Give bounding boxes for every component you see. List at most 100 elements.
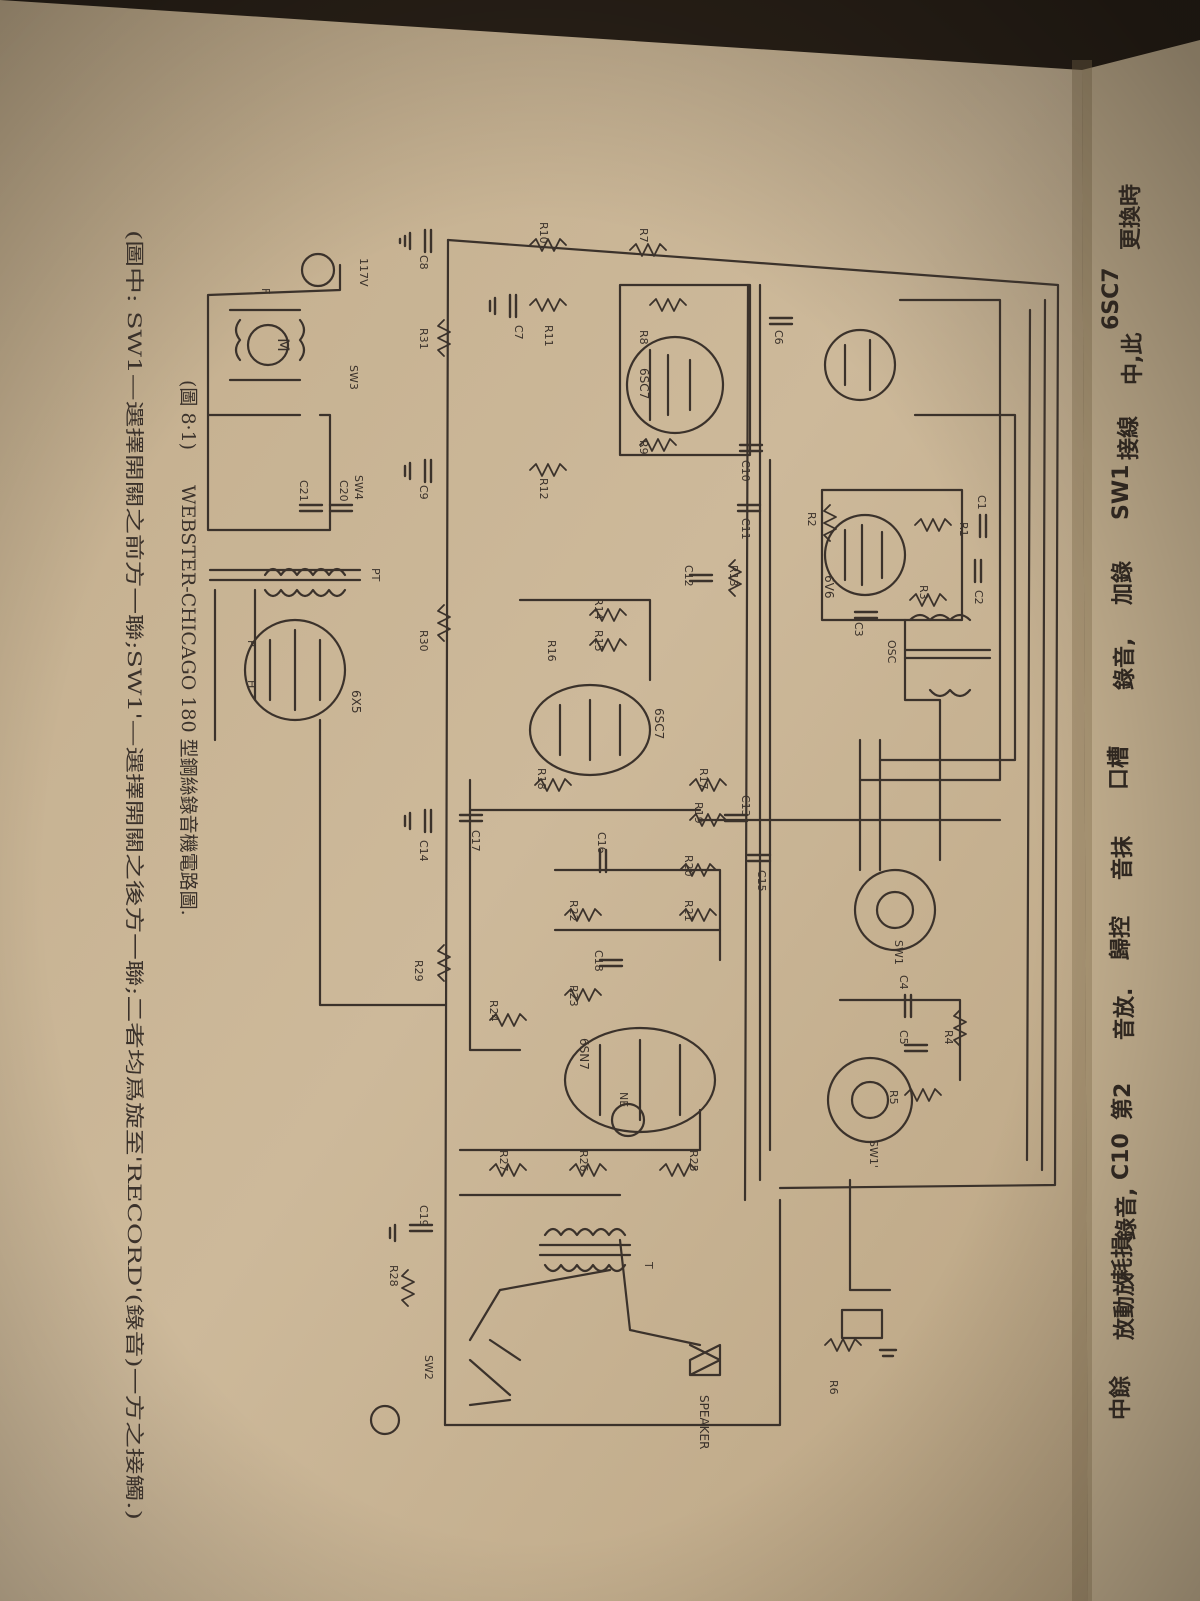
zigzag-r2	[823, 504, 837, 542]
zigzag-r9	[639, 438, 677, 452]
plates-c3	[853, 610, 879, 620]
zigzag-r12	[529, 463, 567, 477]
ground-c7	[488, 296, 497, 316]
facing-fragment: 錄音,	[1114, 1188, 1140, 1240]
plates-c17	[458, 813, 484, 823]
label-r1: R1	[957, 522, 970, 537]
plates-c5	[903, 1043, 929, 1053]
label-speaker: SPEAKER	[697, 1395, 711, 1449]
label-t: T	[642, 1261, 655, 1269]
zigzag-r31	[437, 319, 451, 357]
facing-fragment: 錄音,	[1112, 638, 1138, 690]
facing-fragment: 放動放	[1112, 1273, 1138, 1341]
facing-page-text: 更換時6SC7中,此接線SW1加錄錄音,口槽音抹歸控音放.第2C10錄音,耗損放…	[1099, 184, 1146, 1420]
ground-r6	[878, 1348, 898, 1358]
label-r12: R12	[537, 478, 550, 500]
label-6x5: 6X5	[349, 690, 363, 714]
label-6sc7: 6SC7	[637, 368, 651, 399]
wire-3	[878, 413, 1017, 762]
label-r19: R19	[692, 802, 705, 824]
speaker	[688, 1343, 722, 1377]
tube-6sc7-upper-box	[618, 283, 752, 457]
tube-osc	[823, 328, 897, 402]
motor-winding	[228, 308, 306, 382]
tube-6sc7-upper-elements	[648, 348, 692, 422]
facing-fragment: 耗損	[1110, 1235, 1136, 1280]
figure-number: (圖 8·1)	[177, 380, 199, 450]
plates-c20	[328, 503, 354, 513]
label-c5: C5	[897, 1030, 910, 1045]
rail-right-2	[1025, 308, 1032, 1162]
label-r10: R10	[537, 222, 550, 244]
rail-top	[446, 238, 1060, 1190]
figure-title: WEBSTER-CHICAGO 180 型鋼絲錄音機電路圖.	[177, 485, 199, 916]
label-c15: C15	[755, 870, 768, 892]
zigzag-r10	[529, 238, 567, 252]
label-r17: R17	[697, 768, 710, 790]
mains-plug	[300, 252, 336, 288]
plates-c14	[423, 808, 433, 834]
zigzag-r24	[489, 1013, 527, 1027]
label-r15: R15	[592, 630, 605, 652]
label-c12: C12	[682, 565, 695, 587]
rail-right-1	[1040, 298, 1047, 1172]
ground-jack	[369, 1404, 401, 1436]
label-r7: R7	[637, 228, 650, 243]
tube-6x5	[243, 618, 347, 722]
output-transformer	[538, 1227, 632, 1273]
plates-c8	[423, 228, 433, 254]
label-r28: R28	[387, 1265, 400, 1287]
tube-6sc7-middle-elements	[558, 698, 622, 762]
tube-osc-elements	[843, 338, 872, 392]
label-c3: C3	[852, 622, 865, 637]
label-r22: R22	[567, 900, 580, 922]
label-6sc7: 6SC7	[652, 708, 666, 739]
label-sw4: SW4	[352, 475, 365, 500]
label-sw1: SW1	[892, 940, 905, 965]
label-r8: R8	[637, 330, 650, 345]
osc-coil	[903, 613, 992, 660]
plates-c1	[978, 513, 988, 539]
osc-coil-2	[928, 688, 972, 698]
wire-15	[618, 1238, 702, 1347]
label-r5: R5	[887, 1090, 900, 1105]
label-c11: C11	[739, 518, 752, 540]
switch-sw1-prime	[826, 1056, 914, 1144]
component-labels: R1R2R3R4R5R6R7R8R9R10R11R12R13R14R15R16R…	[245, 222, 988, 1449]
plates-c2	[973, 558, 983, 584]
tube-6sn7-elements	[598, 1038, 682, 1122]
zigzag-r17	[689, 778, 727, 792]
label-c13: C13	[739, 795, 752, 817]
plates-c21	[298, 503, 324, 513]
facing-fragment: SW1	[1109, 465, 1134, 520]
facing-fragment: 口槽	[1107, 746, 1132, 790]
zigzag-r29	[437, 944, 451, 982]
label-r9: R9	[637, 440, 650, 455]
label-r11: R11	[542, 325, 555, 347]
zigzag-r19	[689, 813, 727, 827]
label-r21: R21	[682, 900, 695, 922]
plates-c16	[598, 848, 608, 874]
label-6v6: 6V6	[822, 575, 836, 598]
zigzag-r11	[529, 298, 567, 312]
facing-fragment: 更換時	[1118, 184, 1144, 250]
figure-note: (圖中: SW1—選擇開關之前方一聯;SW1'—選擇開關之後方一聯;二者均爲旋至…	[123, 230, 145, 1520]
label-r16: R16	[545, 640, 558, 662]
label-c2: C2	[972, 590, 985, 605]
zigzag-r28	[401, 1269, 415, 1307]
plates-c18	[598, 958, 624, 968]
switch-sw2	[468, 1338, 522, 1407]
facing-fragment: 第2	[1110, 1083, 1136, 1120]
wire-16	[468, 1268, 612, 1342]
zigzag-r22	[564, 908, 602, 922]
label-f: F	[259, 288, 272, 294]
facing-fragment: 音放.	[1112, 988, 1138, 1040]
wire-10	[458, 1108, 702, 1152]
caption-note-group: (圖中: SW1—選擇開關之前方一聯;SW1'—選擇開關之後方一聯;二者均爲旋至…	[123, 230, 145, 1520]
plates-c15	[746, 853, 772, 863]
label-c1: C1	[975, 495, 988, 510]
label-c17: C17	[469, 830, 482, 852]
rail-bottom	[443, 1198, 782, 1427]
motor	[246, 323, 290, 367]
